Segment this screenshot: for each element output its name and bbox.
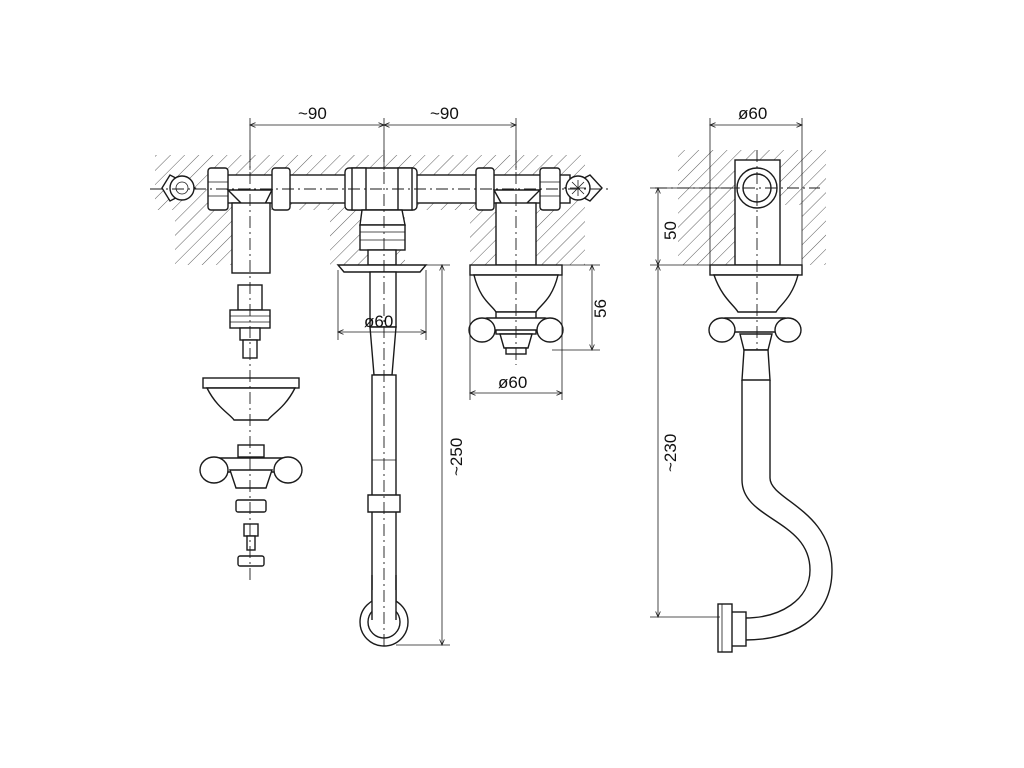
dim-right-spacing: ~90 xyxy=(430,104,459,123)
dim-spout-height: ~230 xyxy=(661,434,680,472)
wall-section-side xyxy=(678,150,826,265)
dim-rosette-height: 56 xyxy=(591,299,610,318)
exploded-small-parts xyxy=(235,499,267,567)
dim-side-diameter: ø60 xyxy=(738,104,767,123)
spout-connector xyxy=(359,209,406,266)
cold-water-snowflake-icon xyxy=(563,174,603,202)
center-lines-front xyxy=(150,150,610,650)
dim-spout-rosette-diameter: ø60 xyxy=(364,312,393,331)
dim-handle-rosette-diameter: ø60 xyxy=(498,373,527,392)
left-valve-housing xyxy=(231,202,271,274)
dimension-lines xyxy=(250,118,802,645)
dim-spout-length: ~250 xyxy=(447,438,466,476)
side-view-body xyxy=(708,159,833,653)
exploded-rosette xyxy=(202,377,300,421)
dim-left-spacing: ~90 xyxy=(298,104,327,123)
dim-wall-depth: 50 xyxy=(661,221,680,240)
hot-water-sun-icon xyxy=(161,174,197,202)
exploded-cross-handle xyxy=(199,444,303,489)
